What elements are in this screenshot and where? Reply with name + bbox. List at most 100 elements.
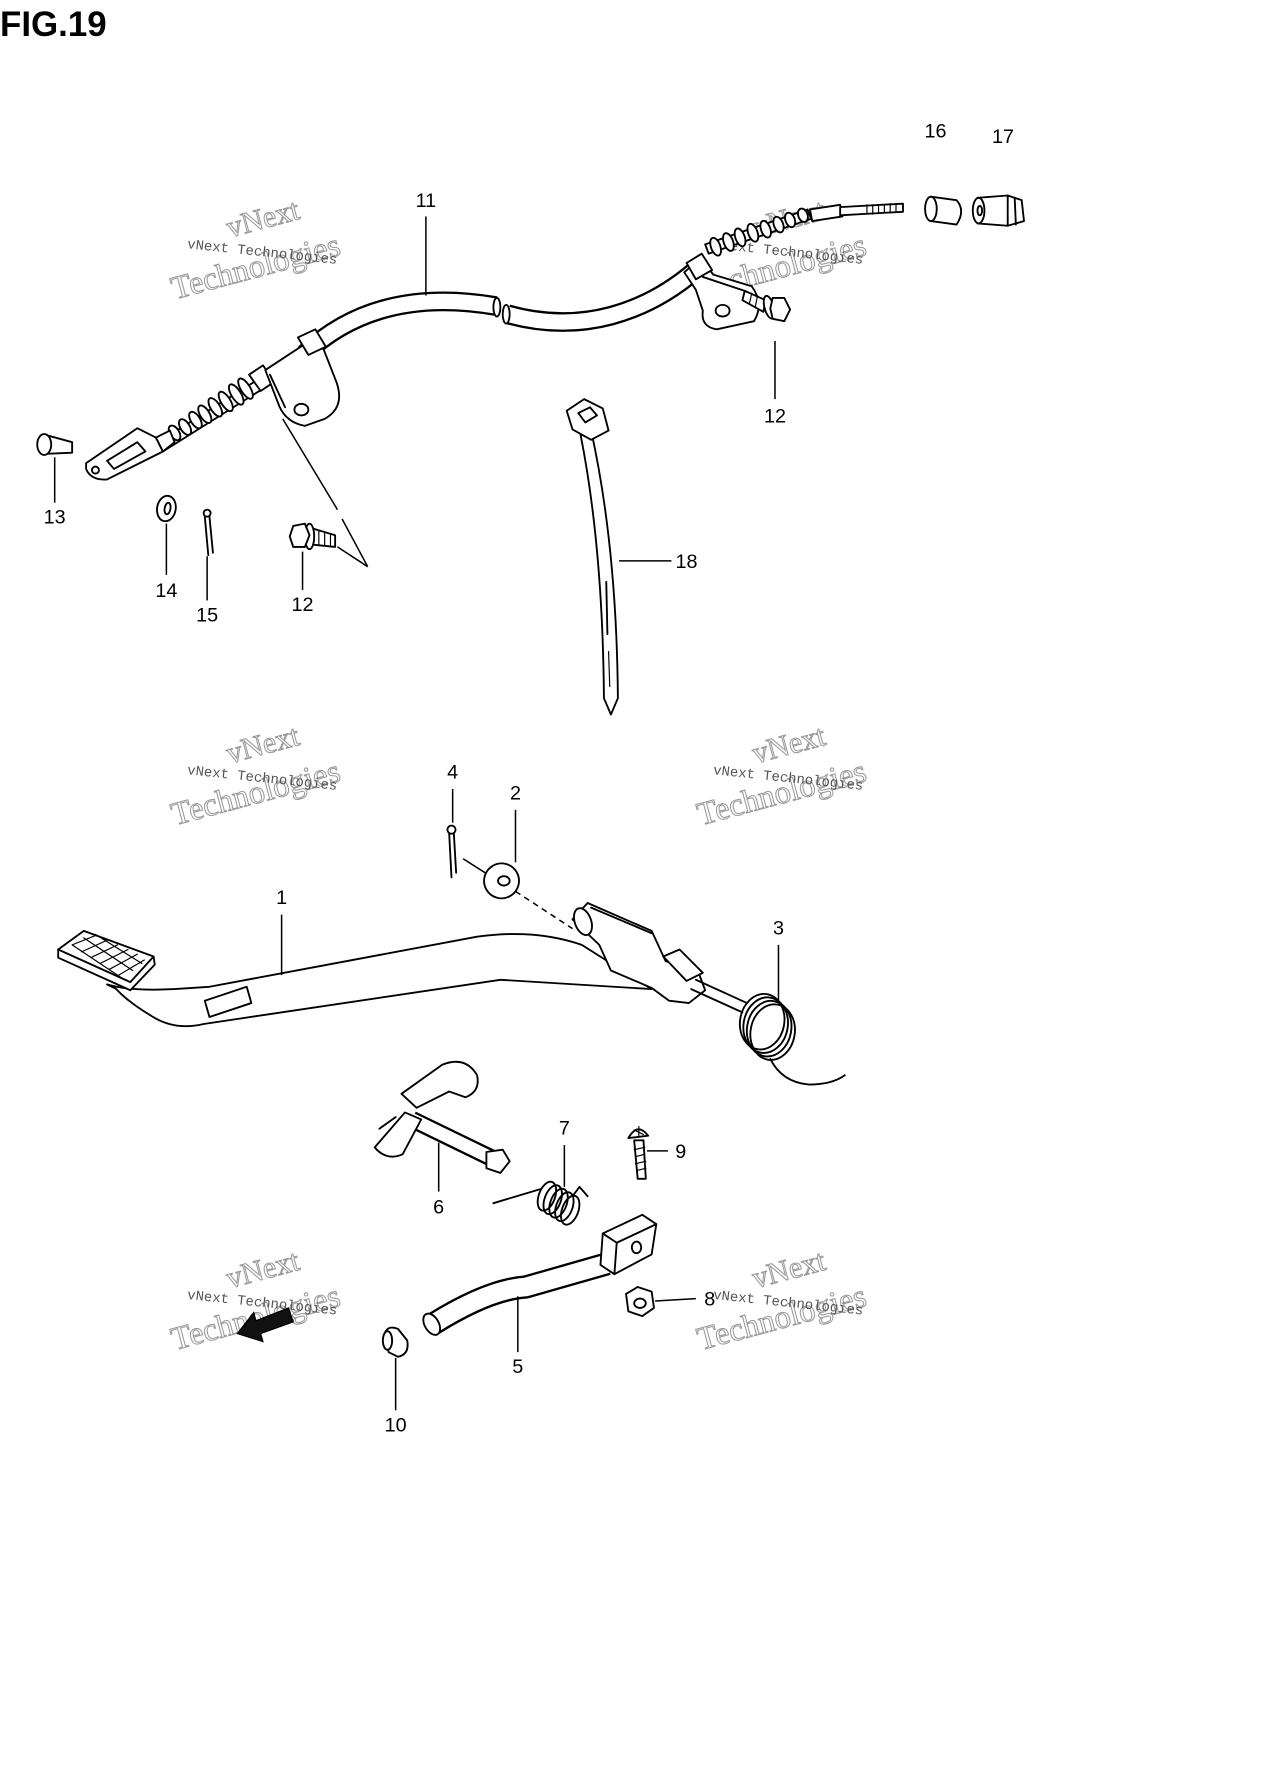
- callout-18: 18: [676, 551, 698, 573]
- spring-coil: [554, 1191, 575, 1223]
- cable-threaded-rod: [839, 202, 904, 217]
- clevis-nut: [154, 429, 176, 453]
- watermark-group: vNext Technologies vNext Technologies: [693, 718, 871, 834]
- spring-tail: [769, 1057, 846, 1086]
- callout-5: 5: [512, 1356, 523, 1378]
- shaft-fill: [409, 1113, 497, 1165]
- cotter-pin-loop: [202, 508, 212, 518]
- cable-boot-coil: [784, 211, 797, 229]
- pedal-pad-top: [57, 929, 155, 984]
- spring-coil: [749, 1003, 796, 1061]
- bolt-thread-marks: [748, 292, 759, 308]
- part-15-cotter-pin: [202, 508, 214, 556]
- cable-tie-slit: [605, 580, 609, 636]
- callout-10: 10: [385, 1414, 407, 1436]
- watermark-brand: vNext: [223, 192, 304, 244]
- callout-9: 9: [675, 1141, 686, 1163]
- watermark-group: vNext Technologies vNext Technologies: [693, 1243, 871, 1359]
- bolt-thread-marks: [318, 530, 332, 548]
- cable-boot-coil: [227, 383, 245, 406]
- cable-boot-coil: [746, 222, 760, 243]
- watermark-group: vNext Technologies vNext Technologies: [167, 192, 345, 308]
- cable-tie-head-slot: [577, 406, 598, 424]
- part-10-cap: [381, 1326, 409, 1358]
- part-3-return-spring: [690, 978, 846, 1086]
- callout-1: 1: [276, 887, 287, 909]
- spring-coil: [742, 996, 789, 1054]
- screw-thread-marks: [633, 1146, 647, 1172]
- cable-right-collar: [685, 252, 714, 281]
- callout-numbers: 11 16 17 12 13 14 15 12 18 4 2 1 3 7 9 6…: [44, 120, 1014, 1436]
- callout-15: 15: [196, 604, 218, 626]
- pedal-spring-hook: [662, 948, 704, 982]
- bracket-fold-line: [701, 276, 746, 292]
- callout-12-top: 12: [764, 405, 786, 427]
- cable-left-collar: [296, 328, 327, 356]
- screw-shaft: [633, 1139, 647, 1180]
- spring-arm: [492, 1188, 541, 1205]
- bracket-fold-line: [269, 373, 287, 409]
- bracket-bolt-hole: [293, 402, 310, 417]
- cable-boot-coil: [796, 207, 809, 223]
- watermark-brand: vNext: [223, 1243, 304, 1295]
- lever-tube-fill: [427, 1254, 610, 1333]
- spring-coil: [745, 999, 793, 1058]
- cable-left-fill: [299, 293, 497, 360]
- callout-13: 13: [44, 507, 66, 529]
- callout-8: 8: [704, 1289, 715, 1311]
- washer-hole: [163, 501, 172, 516]
- callout-7: 7: [559, 1118, 570, 1140]
- lever-plate: [599, 1213, 658, 1276]
- washer-hole: [497, 875, 511, 887]
- part-12-flange-bolt-left: [288, 522, 337, 551]
- washer-assembly-line: [515, 890, 573, 930]
- cable-break-end: [501, 303, 511, 325]
- cable-break-end: [492, 296, 502, 318]
- cable-boot-coil: [772, 215, 785, 234]
- cotter-pin-legs: [448, 832, 458, 879]
- cable-boot-coil: [722, 232, 735, 252]
- nut-body: [929, 195, 963, 226]
- callout-11: 11: [416, 190, 437, 212]
- cap-nut-hex-edges: [1006, 194, 1017, 227]
- cable-boot-coil: [759, 219, 772, 239]
- nut-hole: [633, 1297, 647, 1309]
- cable-boot-coil: [733, 227, 747, 248]
- cable-boot-coil: [709, 236, 722, 257]
- pin-assembly-line: [462, 858, 490, 876]
- part-16-nut: [924, 195, 963, 226]
- spring-coil: [560, 1194, 581, 1226]
- cable-boot-coil: [237, 377, 254, 400]
- bracket-bolt-hole: [714, 303, 731, 318]
- part-6-pivot-shaft: [373, 1060, 511, 1174]
- part-13-bolt: [36, 433, 74, 456]
- watermark-brand: vNext: [749, 1243, 830, 1295]
- cable-boot-coil: [197, 404, 213, 424]
- part-2-washer: [483, 862, 520, 900]
- part-18-cable-tie: [565, 398, 619, 716]
- pedal-hub: [571, 902, 707, 1004]
- pedal-hub-edge: [590, 906, 653, 935]
- lever-tube-end: [422, 1312, 442, 1336]
- callout-4: 4: [447, 761, 458, 783]
- spring-coil: [536, 1180, 558, 1212]
- spring-coil: [542, 1184, 563, 1216]
- callout-6: 6: [433, 1197, 444, 1219]
- part-12-flange-bolt-right: [741, 289, 792, 323]
- cable-right-fill: [505, 264, 701, 330]
- cotter-pin-loop: [446, 824, 457, 835]
- spring-hook: [571, 1185, 589, 1198]
- part-9-screw: [627, 1125, 650, 1180]
- shaft-lower-bracket: [373, 1111, 423, 1158]
- part-4-cotter-pin: [446, 824, 458, 879]
- shaft-end-fitting: [485, 1148, 511, 1174]
- part-17-cap-nut: [971, 194, 1025, 227]
- cable-boot-coil: [207, 397, 224, 418]
- pedal-pivot-boss: [573, 907, 593, 936]
- bolt-hex-head: [769, 296, 792, 323]
- spring-arm: [690, 978, 748, 1014]
- part-8-flange-nut: [625, 1286, 655, 1318]
- part-14-washer: [156, 494, 177, 523]
- watermark-brand: vNext: [223, 718, 304, 770]
